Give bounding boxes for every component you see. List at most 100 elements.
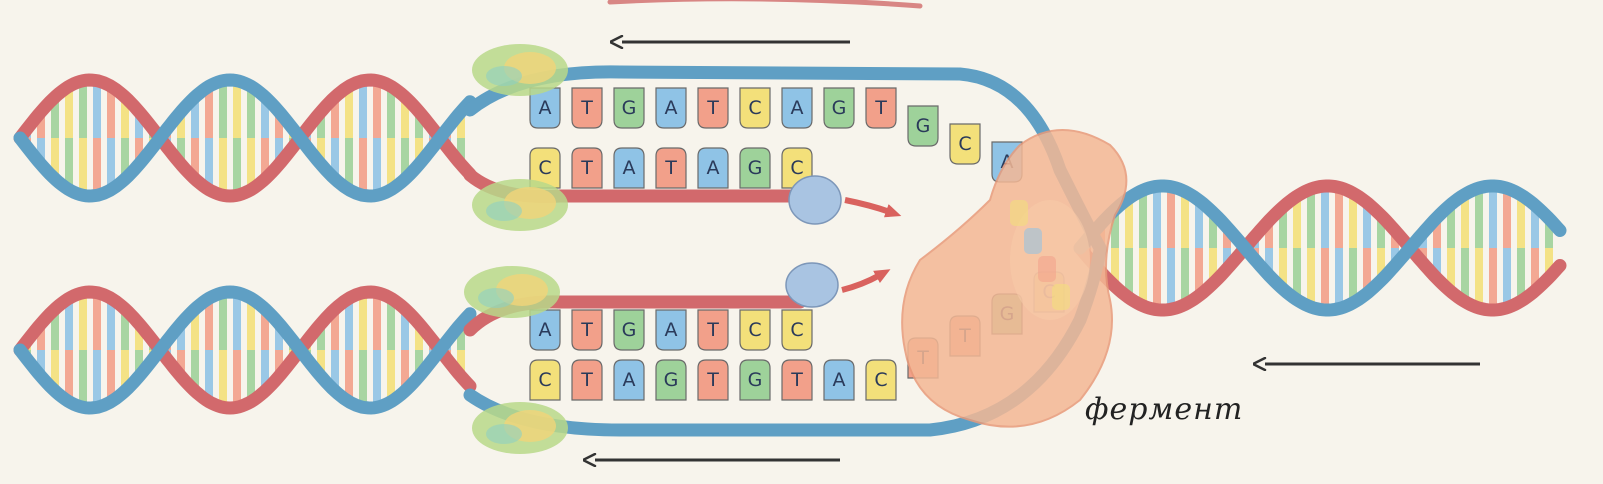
lower-left-rung-lower <box>107 350 115 402</box>
lower-left-helix <box>13 285 477 415</box>
parent-right-rung-upper <box>1545 218 1553 248</box>
parent-right-rung-lower <box>1349 248 1357 303</box>
upper-top-base-letter: C <box>748 97 761 119</box>
lower-top-base-tile <box>739 309 771 351</box>
parent-right-rung-upper <box>1489 186 1497 248</box>
lower-primer <box>785 262 839 308</box>
lower-left-rung-upper <box>331 308 339 350</box>
lower-left-rung-upper <box>37 323 45 350</box>
lower-left-rung-lower <box>345 350 353 402</box>
lower-top-clamp-accent <box>478 288 514 308</box>
upper-left-rung-upper <box>135 111 143 138</box>
parent-right-rung-lower <box>1363 248 1371 294</box>
parent-right-rung-upper <box>1111 209 1119 248</box>
upper-left-rung-lower <box>457 138 465 165</box>
upper-top-base-tile <box>739 87 771 129</box>
lower-bottom-base-letter: C <box>538 369 551 391</box>
parent-right-rung-upper <box>1531 205 1539 248</box>
upper-left-blue-strand <box>13 73 477 203</box>
top-streak <box>607 0 923 9</box>
upper-left-rung-lower <box>387 138 395 190</box>
lower-left-rung-upper <box>457 323 465 350</box>
lower-bottom-base-tile <box>613 359 645 401</box>
upper-left-rung-lower <box>79 138 87 196</box>
upper-left-rung-lower <box>373 138 381 196</box>
parent-right-rung-lower <box>1167 248 1175 310</box>
parent-right-rung-upper <box>1181 191 1189 248</box>
upper-left-rung-upper <box>317 111 325 138</box>
upper-left-rung-lower <box>275 138 283 165</box>
lower-left-rung-upper <box>317 323 325 350</box>
upper-top-base-letter: A <box>791 97 804 119</box>
parent-right-rung-lower <box>1433 248 1441 279</box>
upper-left-rung-lower <box>233 138 241 196</box>
parent-right-rung-lower <box>1139 248 1147 306</box>
parent-right-rung-upper <box>1265 220 1273 248</box>
upper-left-rung-upper <box>219 80 227 138</box>
upper-bottom-base-letter: A <box>623 157 636 179</box>
upper-left-rung-lower <box>247 138 255 190</box>
upper-left-rung-upper <box>121 96 129 138</box>
parent-right-rung-upper <box>1475 188 1483 248</box>
parent-right-rung-upper <box>1461 194 1469 248</box>
parent-right-rung-upper <box>1447 204 1455 248</box>
upper-left-rung-lower <box>261 138 269 180</box>
upper-bottom-base-tile <box>655 147 687 189</box>
lower-left-rung-lower <box>233 350 241 408</box>
upper-top-base-letter: G <box>622 97 637 119</box>
parent-right-rung-upper <box>1349 193 1357 248</box>
lower-left-rung-lower <box>219 350 227 408</box>
upper-left-rung-lower <box>191 138 199 180</box>
upper-bottom-base-letter: A <box>707 157 720 179</box>
upper-top-base-letter: A <box>539 97 552 119</box>
parent-right-rung-upper <box>1433 217 1441 248</box>
lower-left-rung-upper <box>415 323 423 350</box>
lower-left-rung-upper <box>233 292 241 350</box>
upper-bottom-base-tile <box>529 147 561 189</box>
lower-left-blue-strand <box>13 285 477 415</box>
upper-bottom-base-letter: G <box>748 157 763 179</box>
upper-bottom-base-tile <box>697 147 729 189</box>
lower-left-rung-lower <box>387 350 395 402</box>
upper-left-rung-lower <box>37 138 45 165</box>
parent-right-rung-lower <box>1503 248 1511 308</box>
parent-right-rung-lower <box>1223 248 1231 269</box>
lower-top-base-letter: A <box>665 319 678 341</box>
parent-right-rung-lower <box>1489 248 1497 310</box>
lower-left-rung-upper <box>345 298 353 350</box>
parent-right-rung-upper <box>1167 186 1175 248</box>
upper-left-rung-upper <box>37 111 45 138</box>
upper-bottom-base-letter: C <box>538 157 551 179</box>
upper-left-rung-upper <box>247 86 255 138</box>
lower-bottom-base-tile <box>781 359 813 401</box>
upper-top-base-letter: C <box>958 133 971 155</box>
upper-top-base-tile <box>781 87 813 129</box>
upper-left-rung-lower <box>93 138 101 196</box>
parent-right-rung-lower <box>1111 248 1119 287</box>
upper-left-rung-upper <box>191 96 199 138</box>
upper-top-base-letter: A <box>665 97 678 119</box>
upper-left-rung-lower <box>317 138 325 165</box>
parent-right-rung-lower <box>1517 248 1525 302</box>
upper-bottom-clamp-accent <box>486 201 522 221</box>
parent-right-rung-lower <box>1447 248 1455 292</box>
lower-left-rung-upper <box>219 292 227 350</box>
parent-right-rung-lower <box>1181 248 1189 305</box>
lower-left-rung-upper <box>275 323 283 350</box>
enzyme-label: фермент <box>1085 392 1244 427</box>
lower-left-rung-lower <box>247 350 255 402</box>
lower-bottom-base-tile <box>865 359 897 401</box>
lower-left-rung-lower <box>121 350 129 392</box>
upper-bottom-base-tile <box>613 147 645 189</box>
upper-top-base-tile <box>529 87 561 129</box>
parent-right-rung-upper <box>1195 200 1203 248</box>
upper-primer <box>788 175 842 225</box>
lower-bottom-base-letter: A <box>623 369 636 391</box>
lower-top-base-tile <box>697 309 729 351</box>
enzyme-base <box>1038 256 1056 282</box>
lower-left-rung-lower <box>275 350 283 377</box>
lower-top-base-letter: A <box>539 319 552 341</box>
upper-left-rung-lower <box>177 138 185 165</box>
lower-left-rung-upper <box>79 292 87 350</box>
lower-top-base-letter: T <box>580 319 593 341</box>
